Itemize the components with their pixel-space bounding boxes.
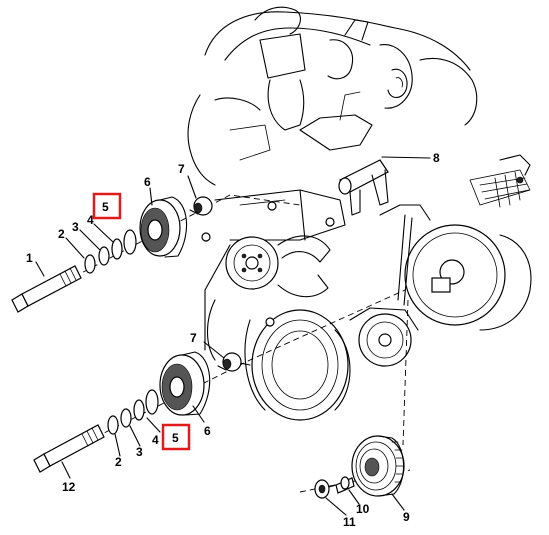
upper-bolt <box>11 265 82 313</box>
callout-5-lower: 5 <box>172 431 179 445</box>
alternator-fins <box>469 154 531 208</box>
callout-8: 8 <box>433 151 440 165</box>
engine-background-artwork <box>187 6 532 421</box>
highlight-box-lower-5 <box>161 423 191 451</box>
callout-1: 1 <box>26 251 33 265</box>
upper-idler-assembly <box>11 194 301 313</box>
callout-3-upper: 3 <box>72 220 79 234</box>
callout-6-upper: 6 <box>144 175 151 189</box>
lower-spacer-5 <box>145 389 159 415</box>
upper-spacer-7 <box>189 196 213 216</box>
lower-washer-3 <box>120 408 132 428</box>
callout-9: 9 <box>403 510 410 524</box>
callout-11: 11 <box>343 515 356 529</box>
crank-pulley <box>351 435 405 497</box>
upper-washer-2 <box>84 254 96 274</box>
upper-centerline <box>29 194 301 301</box>
callout-10: 10 <box>356 502 370 516</box>
lower-idler-assembly <box>33 289 406 473</box>
lower-washer-2 <box>107 415 119 435</box>
lower-pulley <box>159 351 211 416</box>
upper-spacer-5 <box>123 229 137 255</box>
callout-2-upper: 2 <box>58 227 65 241</box>
callout-12: 12 <box>62 480 76 494</box>
leader-lines <box>35 156 431 516</box>
lower-washer-4 <box>133 399 145 421</box>
lower-bolt <box>33 424 105 473</box>
callout-4-lower: 4 <box>152 433 159 447</box>
crank-pulley-assembly <box>299 299 411 499</box>
callout-7-upper: 7 <box>178 162 185 176</box>
crank-bolt-11 <box>314 479 337 499</box>
callout-4-upper: 4 <box>87 213 94 227</box>
callout-6-lower: 6 <box>204 424 211 438</box>
callout-labels: 1 2 3 4 5 6 7 8 7 6 5 4 3 2 12 9 10 11 <box>26 151 440 529</box>
upper-washer-4 <box>111 238 123 260</box>
highlight-box-upper-5 <box>92 192 122 220</box>
upper-washer-3 <box>98 246 110 266</box>
callout-2-lower: 2 <box>115 455 122 469</box>
crank-washer-10 <box>335 476 355 494</box>
lower-spacer-7 <box>217 352 242 372</box>
callout-3-lower: 3 <box>136 445 143 459</box>
callout-7-lower: 7 <box>190 331 197 345</box>
callout-5-upper: 5 <box>102 200 109 214</box>
upper-pulley <box>139 196 188 258</box>
